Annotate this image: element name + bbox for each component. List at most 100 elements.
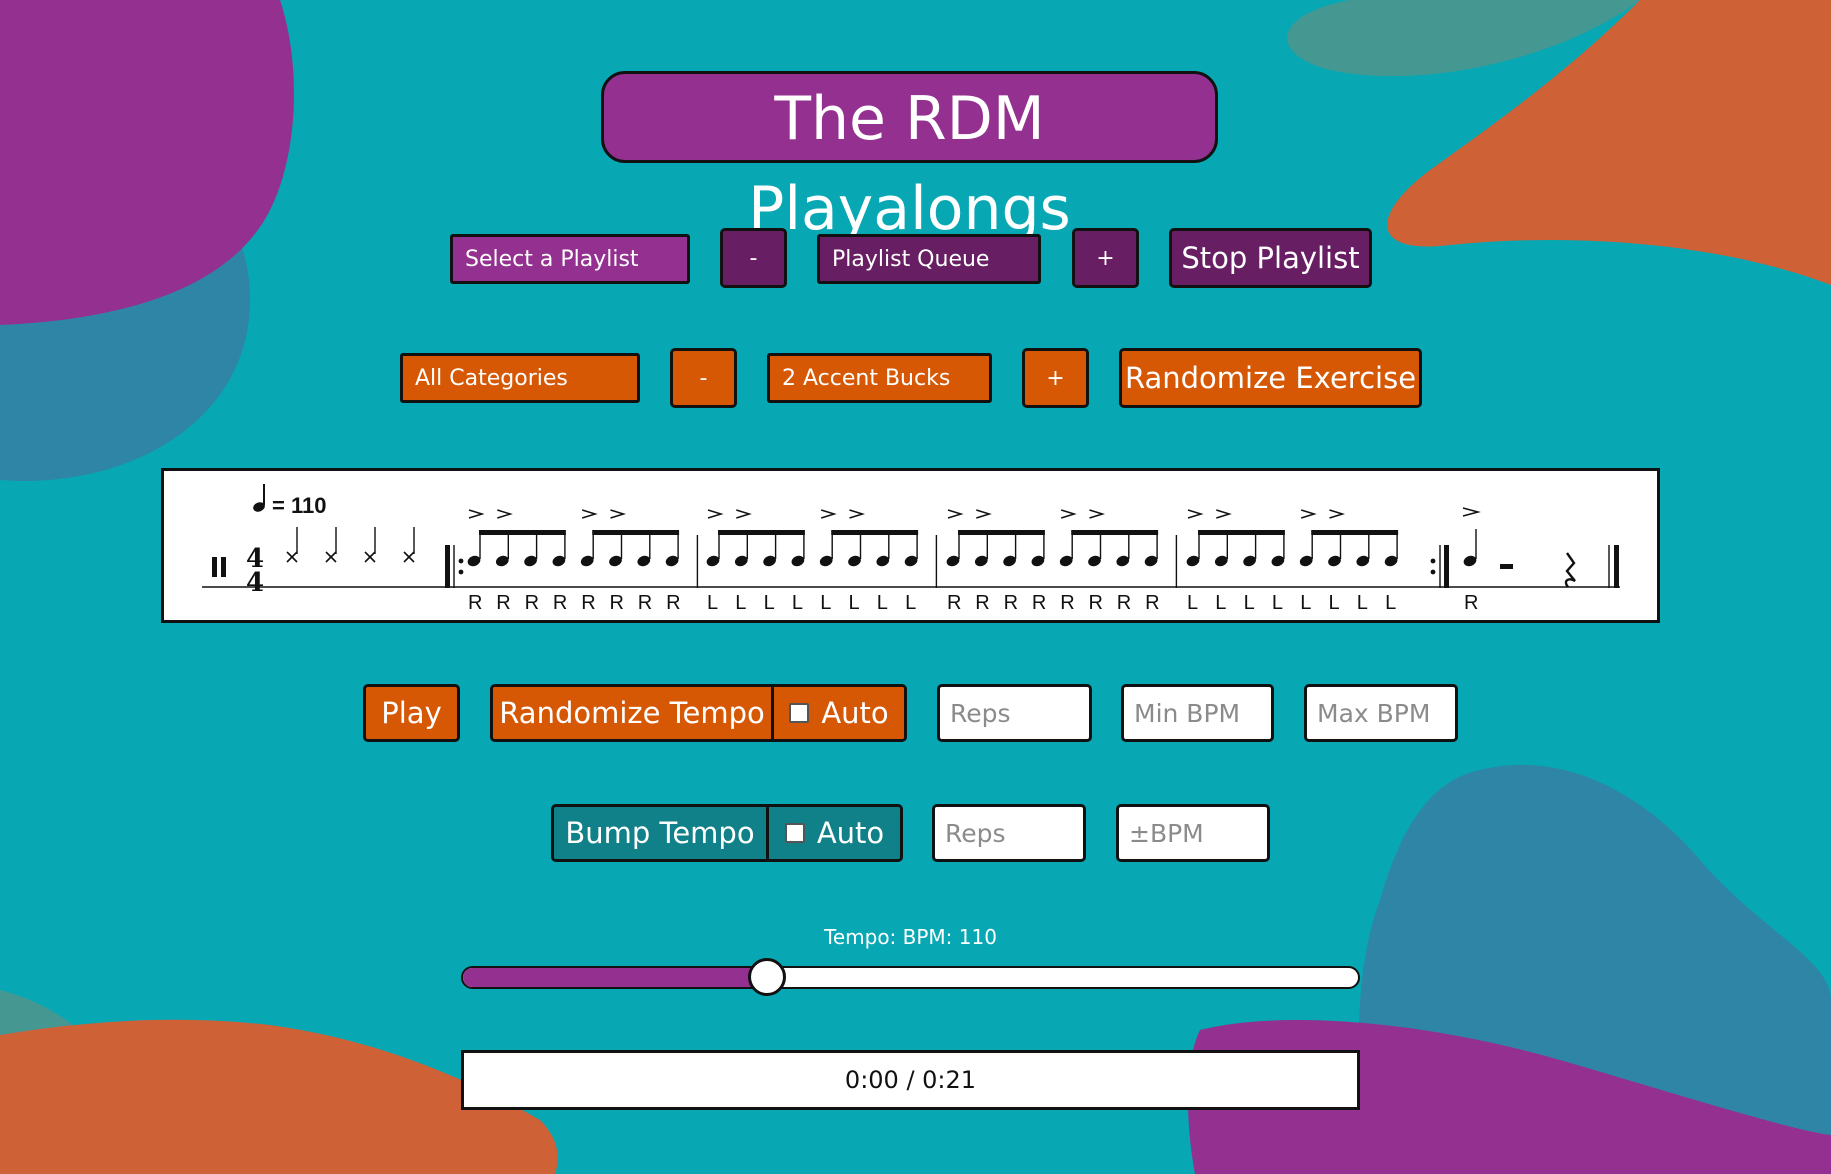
blob-teal-top-right: [1287, 0, 1640, 77]
sticking-label: R: [1464, 592, 1478, 614]
category-select[interactable]: All Categories: [400, 353, 640, 403]
minus-label: -: [699, 365, 708, 391]
tempo-label: Tempo: BPM: 110: [824, 925, 997, 949]
randomize-auto-checkbox[interactable]: [789, 703, 810, 723]
randomize-auto-toggle[interactable]: Auto: [774, 687, 904, 739]
playlist-select[interactable]: Select a Playlist: [450, 234, 690, 284]
accent-mark: [1060, 509, 1077, 519]
sticking-label: L: [1357, 592, 1368, 614]
randomize-auto-label: Auto: [821, 696, 889, 730]
plus-label: +: [1046, 365, 1065, 391]
blob-orange-top-right: [1387, 0, 1831, 285]
playback-bar[interactable]: 0:00 / 0:21: [461, 1050, 1360, 1110]
play-label: Play: [381, 696, 442, 730]
percussion-clef-bar: [221, 557, 226, 577]
sticking-label: L: [1187, 592, 1198, 614]
min-bpm-input[interactable]: [1121, 684, 1274, 742]
bump-auto-checkbox[interactable]: [784, 823, 805, 843]
accent-mark: [849, 509, 866, 519]
beam: [592, 530, 680, 535]
note-head: [819, 555, 833, 567]
repeat-thick-bar: [445, 545, 450, 588]
exercise-select-value: 2 Accent Bucks: [782, 365, 951, 391]
bump-tempo-label: Bump Tempo: [565, 816, 755, 850]
bump-tempo-group: Bump Tempo Auto: [551, 804, 903, 862]
playlist-next-button[interactable]: +: [1072, 228, 1139, 288]
note-head: [946, 555, 960, 567]
note-head: [495, 555, 509, 567]
sticking-label: L: [735, 592, 746, 614]
note-head: [1384, 555, 1398, 567]
exercise-prev-button[interactable]: -: [670, 348, 737, 408]
sticking-label: R: [1089, 592, 1103, 614]
stop-playlist-button[interactable]: Stop Playlist: [1169, 228, 1372, 288]
sticking-label: R: [496, 592, 510, 614]
playlist-prev-button[interactable]: -: [720, 228, 787, 288]
randomize-reps-input[interactable]: [937, 684, 1092, 742]
bump-reps-input[interactable]: [932, 804, 1086, 862]
blob-purple-top-left: [0, 0, 294, 325]
playlist-queue-select[interactable]: Playlist Queue: [817, 234, 1041, 284]
beam: [479, 530, 566, 535]
note-head: [763, 555, 776, 567]
sticking-label: L: [905, 592, 916, 614]
randomize-exercise-button[interactable]: Randomize Exercise: [1119, 348, 1422, 408]
staff-group: 44: [202, 507, 1620, 598]
percussion-clef-bar: [212, 557, 217, 577]
bump-tempo-button[interactable]: Bump Tempo: [554, 807, 766, 859]
bump-auto-toggle[interactable]: Auto: [769, 807, 900, 859]
half-rest: [1500, 564, 1513, 569]
bump-bpm-input[interactable]: [1116, 804, 1270, 862]
sticking-label: L: [1300, 592, 1311, 614]
note-head: [665, 555, 679, 567]
playlist-select-value: Select a Playlist: [465, 246, 639, 272]
max-bpm-input[interactable]: [1304, 684, 1458, 742]
accent-mark: [1462, 507, 1481, 517]
exercise-select[interactable]: 2 Accent Bucks: [767, 353, 992, 403]
beam: [1311, 530, 1399, 535]
playback-time: 0:00 / 0:21: [844, 1066, 977, 1094]
note-head: [848, 555, 861, 567]
randomize-tempo-label: Randomize Tempo: [499, 696, 765, 730]
playlist-queue-value: Playlist Queue: [832, 246, 990, 272]
sticking-label: R: [1060, 592, 1074, 614]
play-button[interactable]: Play: [363, 684, 460, 742]
note-head: [1003, 555, 1016, 567]
beam: [958, 530, 1045, 535]
sticking-label: L: [792, 592, 803, 614]
plus-label: +: [1096, 245, 1115, 271]
tempo-slider-track[interactable]: [461, 966, 1360, 989]
sticking-label: L: [1272, 592, 1283, 614]
sticking-label: R: [610, 592, 624, 614]
sticking-label: R: [581, 592, 595, 614]
note-head: [552, 555, 566, 567]
accent-mark: [736, 509, 752, 519]
accent-mark: [1089, 509, 1106, 519]
category-select-value: All Categories: [415, 365, 568, 391]
segment-divider: [766, 807, 769, 859]
randomize-tempo-button[interactable]: Randomize Tempo: [493, 687, 771, 739]
sticking-label: R: [525, 592, 539, 614]
repeat-dot: [458, 569, 464, 575]
tempo-slider-thumb[interactable]: [747, 958, 786, 996]
note-head: [1299, 555, 1313, 567]
exercise-next-button[interactable]: +: [1022, 348, 1089, 408]
note-head: [876, 555, 890, 567]
note-head: [609, 555, 622, 567]
note-head: [974, 555, 988, 567]
sticking-label: R: [468, 592, 482, 614]
minus-label: -: [749, 245, 758, 271]
accent-mark: [610, 509, 627, 519]
beam: [1071, 530, 1159, 535]
accent-mark: [468, 509, 485, 519]
sticking-label: L: [707, 592, 718, 614]
blob-orange-bottom-left: [0, 1019, 558, 1174]
accent-mark: [1329, 509, 1346, 519]
sticking-label: R: [553, 592, 567, 614]
note-head: [1243, 555, 1256, 567]
accent-mark: [947, 509, 964, 519]
note-head: [1186, 555, 1200, 567]
sticking-label: R: [1117, 592, 1131, 614]
